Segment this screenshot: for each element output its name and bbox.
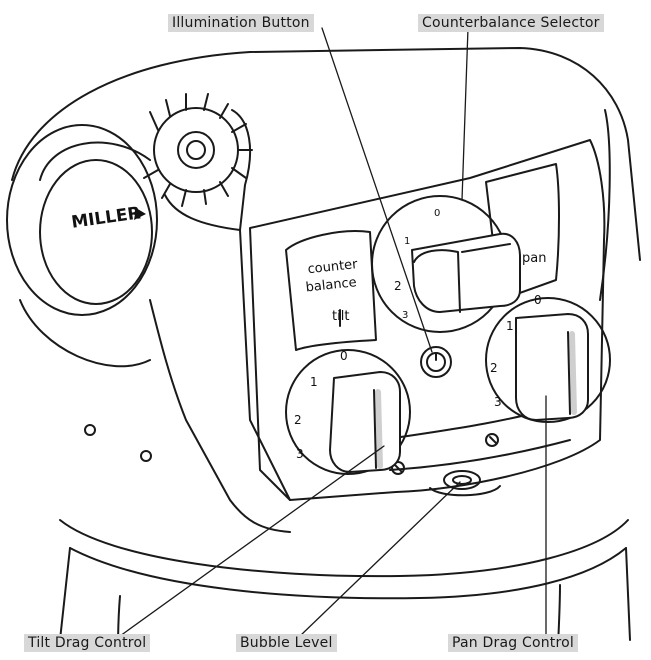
side-panel xyxy=(84,229,291,533)
counterbalance-label-line2: balance xyxy=(305,275,357,295)
counterbalance-selector-callout: Counterbalance Selector xyxy=(418,14,604,32)
lock-knob xyxy=(143,93,253,231)
counterbalance-scale-1: 1 xyxy=(404,236,410,247)
head-body xyxy=(11,47,641,651)
illumination-button[interactable] xyxy=(420,346,452,378)
tilt-scale-0: 0 xyxy=(340,349,348,363)
pan-dial[interactable] xyxy=(485,297,611,423)
illumination-button-callout: Illumination Button xyxy=(168,14,314,32)
counterbalance-scale-3: 3 xyxy=(402,310,408,321)
brand-arrow-icon xyxy=(134,208,146,220)
bubble-level-callout: Bubble Level xyxy=(236,634,337,652)
brand-disc xyxy=(6,124,158,368)
pan-scale-1: 1 xyxy=(506,319,514,333)
bubble-level xyxy=(429,470,501,497)
brand-logo: MILLER xyxy=(70,203,142,232)
counterbalance-scale-2: 2 xyxy=(394,279,402,293)
tilt-label: tilt xyxy=(332,309,349,324)
counterbalance-label-line1: counter xyxy=(307,257,359,277)
tilt-drag-control-callout: Tilt Drag Control xyxy=(24,634,151,652)
tilt-scale-1: 1 xyxy=(310,375,318,389)
leader-lines xyxy=(119,27,547,637)
tilt-scale-2: 2 xyxy=(294,413,302,427)
tilt-scale-3: 3 xyxy=(296,447,304,461)
pan-scale-0: 0 xyxy=(534,293,542,307)
pan-drag-control-callout: Pan Drag Control xyxy=(448,634,578,652)
counterbalance-scale-0: 0 xyxy=(434,208,440,219)
pan-label: pan xyxy=(522,251,546,266)
pan-scale-3: 3 xyxy=(494,395,502,409)
pan-scale-2: 2 xyxy=(490,361,498,375)
tilt-dial[interactable] xyxy=(285,349,411,475)
counterbalance-dial[interactable] xyxy=(371,195,521,333)
